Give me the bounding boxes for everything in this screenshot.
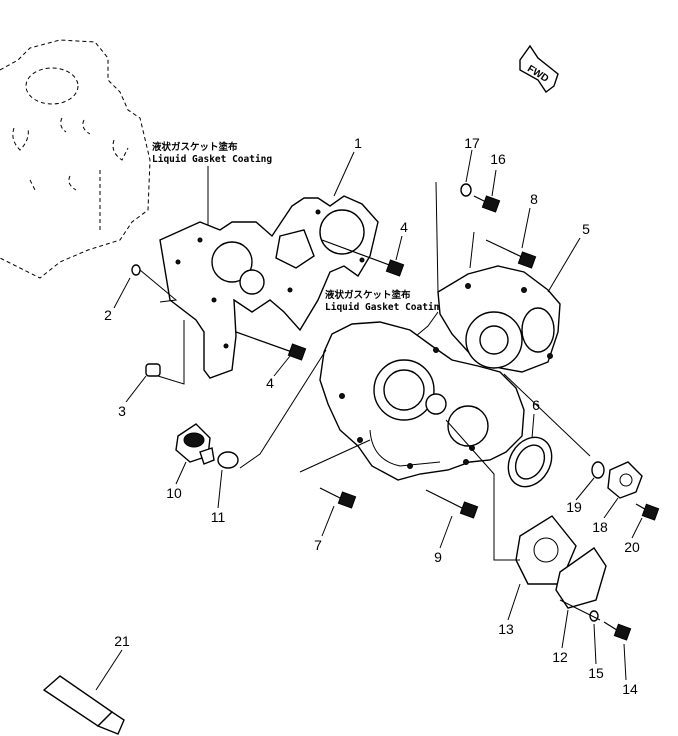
callout-18: 18 — [592, 519, 608, 535]
gasket-note-jp-2: 液状ガスケット塗布 — [325, 289, 411, 301]
bolt-16 — [473, 195, 501, 213]
callout-16: 16 — [490, 151, 506, 167]
gasket-note-jp-1: 液状ガスケット塗布 — [152, 141, 238, 153]
bolt-7 — [319, 487, 357, 509]
o-ring-small — [591, 461, 605, 479]
small-plug — [145, 363, 161, 377]
bolt-8 — [485, 239, 537, 269]
callout-8: 8 — [530, 191, 538, 207]
callout-19: 19 — [566, 499, 582, 515]
oil-seal — [507, 436, 553, 488]
callout-13: 13 — [498, 621, 514, 637]
timing-gear-case — [319, 321, 525, 481]
callout-20: 20 — [624, 539, 640, 555]
callout-17: 17 — [464, 135, 480, 151]
callout-21: 21 — [114, 633, 130, 649]
assembly-lines — [139, 181, 601, 621]
square-cover-plate — [555, 547, 607, 609]
callout-1: 1 — [354, 135, 362, 151]
callout-11: 11 — [211, 509, 226, 525]
callout-4a: 4 — [400, 219, 408, 235]
engine-block-outline — [0, 39, 151, 279]
small-cover-plate — [607, 461, 643, 499]
bolt-4b — [235, 331, 307, 361]
forward-direction-arrow: FWD — [519, 44, 559, 94]
front-cover-upper — [437, 265, 561, 373]
callout-6: 6 — [532, 397, 540, 413]
washer-17 — [460, 183, 472, 197]
plug-cap — [175, 423, 215, 465]
callout-10: 10 — [166, 485, 182, 501]
callout-5: 5 — [582, 221, 590, 237]
callout-numbers: 1 2 3 4 4 5 6 7 8 9 10 11 12 13 14 15 16… — [104, 135, 640, 697]
callout-9: 9 — [434, 549, 442, 565]
gasket-tube — [42, 675, 125, 735]
callout-4b: 4 — [266, 375, 274, 391]
callout-3: 3 — [118, 403, 126, 419]
bolt-9 — [425, 489, 479, 519]
o-ring-tiny — [131, 264, 141, 276]
bolt-14 — [603, 621, 632, 641]
gasket-plate — [159, 195, 379, 379]
callout-7: 7 — [314, 537, 322, 553]
bolt-4a — [321, 239, 405, 277]
callout-14: 14 — [622, 681, 638, 697]
gasket-note-en-2: Liquid Gasket Coating — [325, 302, 445, 313]
gasket-note-en-1: Liquid Gasket Coating — [152, 154, 272, 165]
bolt-20 — [635, 503, 660, 521]
callout-2: 2 — [104, 307, 112, 323]
gasket-note-2-leader — [415, 311, 439, 337]
callout-12: 12 — [552, 649, 568, 665]
callout-15: 15 — [588, 665, 604, 681]
callout-leaders — [95, 149, 643, 691]
o-ring — [217, 451, 239, 469]
